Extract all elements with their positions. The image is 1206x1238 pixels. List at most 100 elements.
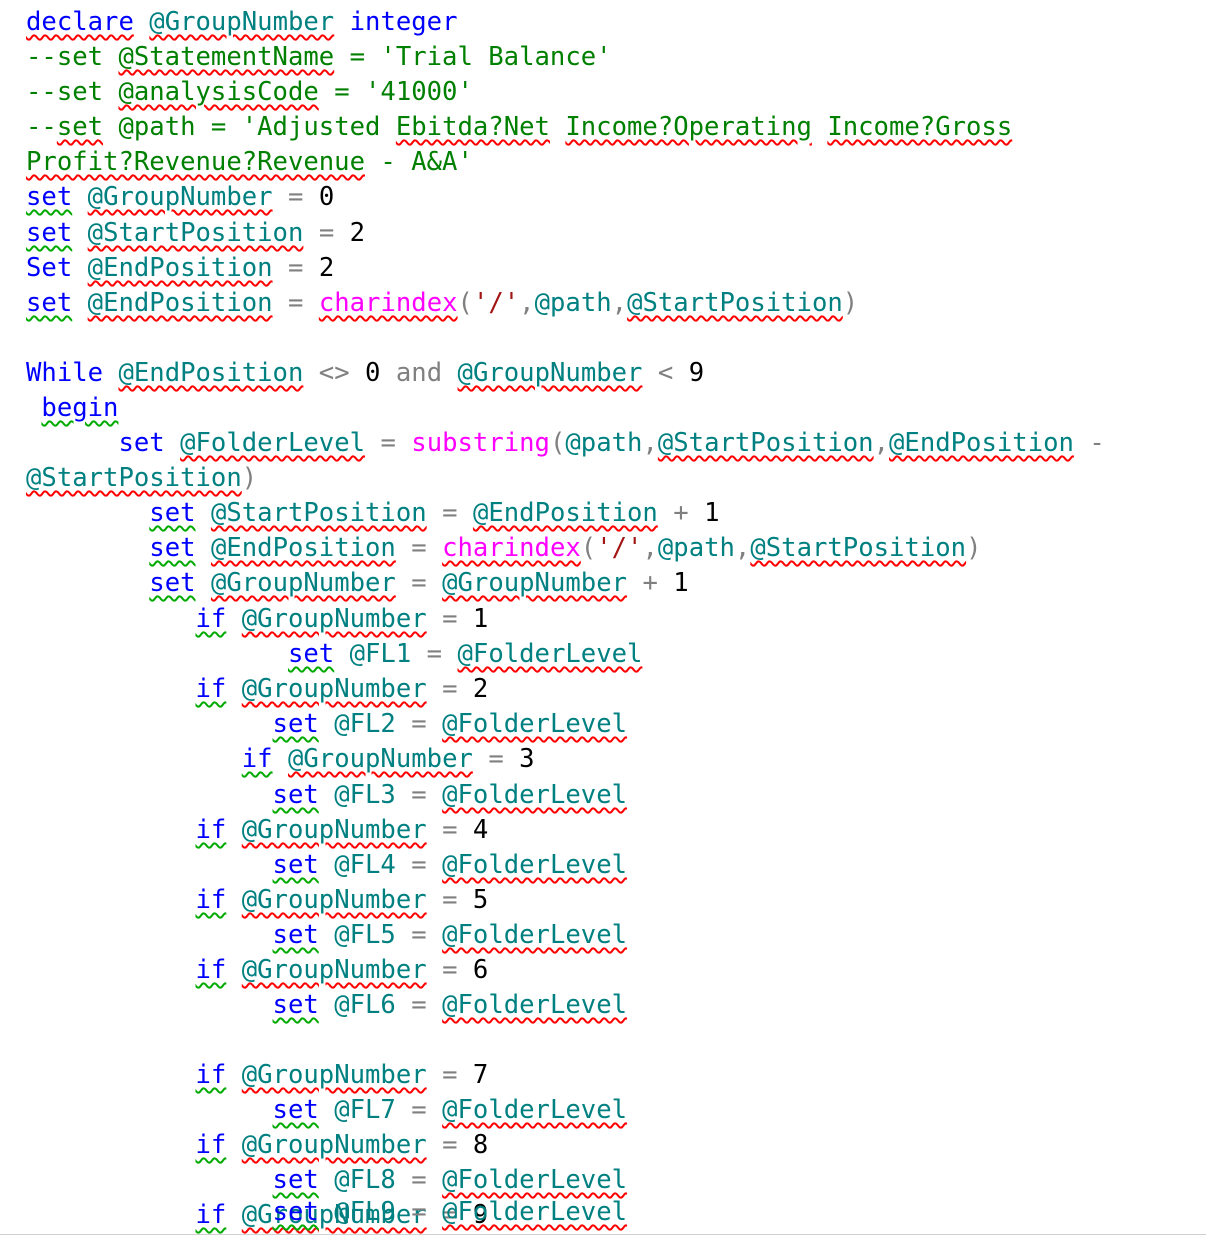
code-line[interactable]: set @StartPosition = 2 (26, 216, 365, 250)
code-token: ( (549, 428, 566, 458)
code-line[interactable]: if @GroupNumber = 8 (26, 1128, 489, 1162)
code-line[interactable]: set @FL5 = @FolderLevel (26, 918, 627, 952)
code-token: 2 (349, 218, 366, 248)
code-token-squiggled: if (195, 955, 227, 985)
code-line[interactable]: if @GroupNumber = 6 (26, 953, 489, 987)
code-token: While (26, 358, 104, 388)
code-line[interactable]: set @GroupNumber = 0 (26, 180, 334, 214)
code-token (26, 709, 273, 739)
code-line[interactable]: set @StartPosition = @EndPosition + 1 (26, 496, 719, 530)
code-line[interactable]: set @FL1 = @FolderLevel (26, 637, 642, 671)
code-token (427, 1165, 442, 1195)
code-token (504, 744, 519, 774)
code-line[interactable]: set @FL8 = @FolderLevel (26, 1163, 627, 1197)
code-line[interactable]: begin (26, 391, 118, 425)
code-token: < (657, 358, 674, 388)
code-token-squiggled: @GroupNumber (241, 1200, 427, 1230)
code-token: = (442, 1200, 458, 1230)
code-token (319, 990, 334, 1020)
code-token-squiggled: set (26, 218, 73, 248)
code-token (226, 674, 241, 704)
code-token: 0 (318, 182, 335, 212)
code-token (26, 1095, 273, 1125)
code-token (26, 744, 242, 774)
code-line[interactable]: Set @EndPosition = 2 (26, 251, 334, 285)
code-line[interactable]: declare @GroupNumber integer (26, 5, 458, 39)
code-token (26, 780, 273, 810)
code-token: = 'Trial Balance' (334, 42, 612, 72)
code-token: = (442, 1130, 458, 1160)
code-token: = (442, 498, 458, 528)
code-line[interactable]: set @FL6 = @FolderLevel (26, 988, 627, 1022)
code-line[interactable]: if @GroupNumber = 1 (26, 602, 489, 636)
code-line[interactable]: set @GroupNumber = @GroupNumber + 1 (26, 566, 688, 600)
code-token (365, 428, 380, 458)
code-token: = (411, 990, 427, 1020)
code-line[interactable]: if @GroupNumber = 4 (26, 813, 489, 847)
code-token (226, 604, 241, 634)
code-token: @FL7 (334, 1095, 396, 1125)
code-token-squiggled: @FolderLevel (442, 850, 628, 880)
code-token: = (411, 1165, 427, 1195)
code-token (812, 112, 827, 142)
code-token (319, 1165, 334, 1195)
code-line[interactable]: --set @path = 'Adjusted Ebitda?Net Incom… (26, 110, 1012, 144)
code-line[interactable]: if @GroupNumber = 5 (26, 883, 489, 917)
code-token (26, 885, 196, 915)
code-line[interactable]: @StartPosition) (26, 461, 257, 495)
code-token (473, 744, 488, 774)
code-token-squiggled: Profit?Revenue?Revenue (26, 147, 365, 177)
code-line[interactable]: set @FL9 = @FolderLevel (26, 1195, 627, 1229)
code-token (427, 955, 442, 985)
code-token: = (442, 955, 458, 985)
code-token (458, 674, 473, 704)
code-token (319, 920, 334, 950)
code-token: ) (241, 463, 258, 493)
code-line[interactable]: set @FolderLevel = substring(@path,@Star… (26, 426, 1104, 460)
code-line[interactable]: --set @StatementName = 'Trial Balance' (26, 40, 612, 74)
code-token-squiggled: @EndPosition (210, 533, 396, 563)
code-token: + (673, 498, 689, 528)
code-line[interactable]: if @GroupNumber = 3 (26, 742, 535, 776)
code-line[interactable]: set @EndPosition = charindex('/',@path,@… (26, 531, 981, 565)
code-token: = (411, 850, 427, 880)
code-token (26, 990, 273, 1020)
code-token (427, 1060, 442, 1090)
code-line[interactable]: set @FL4 = @FolderLevel (26, 848, 627, 882)
code-line[interactable]: While @EndPosition <> 0 and @GroupNumber… (26, 356, 704, 390)
code-token: --set (26, 77, 119, 107)
code-token-squiggled: set (56, 112, 104, 142)
code-line[interactable]: set @FL7 = @FolderLevel (26, 1093, 627, 1127)
code-token (689, 498, 704, 528)
code-line[interactable]: --set @analysisCode = '41000' (26, 75, 473, 109)
code-token: = (287, 288, 304, 318)
code-token-squiggled: set (272, 1197, 319, 1227)
code-token: @path (657, 533, 735, 563)
code-token (458, 1130, 473, 1160)
code-token (72, 288, 87, 318)
code-line[interactable]: set @FL2 = @FolderLevel (26, 707, 627, 741)
code-token (319, 850, 334, 880)
code-line[interactable]: if @GroupNumber = 7 (26, 1058, 489, 1092)
code-token (103, 358, 118, 388)
code-token-squiggled: @GroupNumber (149, 7, 335, 37)
code-token (396, 850, 411, 880)
code-token (396, 920, 411, 950)
code-token: @FL5 (334, 920, 396, 950)
code-token (658, 568, 673, 598)
code-token: = (411, 533, 427, 563)
code-token (26, 1197, 273, 1227)
code-token (550, 112, 565, 142)
code-line[interactable]: if @GroupNumber = 9 (26, 1198, 489, 1232)
code-token-squiggled: @EndPosition (472, 498, 658, 528)
code-token (26, 393, 41, 423)
code-line[interactable]: set @FL3 = @FolderLevel (26, 778, 627, 812)
code-token: 8 (472, 1130, 489, 1160)
code-token: + (642, 568, 658, 598)
code-token-squiggled: if (195, 815, 227, 845)
code-line[interactable]: Profit?Revenue?Revenue - A&A' (26, 145, 473, 179)
code-token-squiggled: set (272, 1095, 319, 1125)
code-line[interactable]: if @GroupNumber = 2 (26, 672, 489, 706)
code-line[interactable]: set @EndPosition = charindex('/',@path,@… (26, 286, 858, 320)
